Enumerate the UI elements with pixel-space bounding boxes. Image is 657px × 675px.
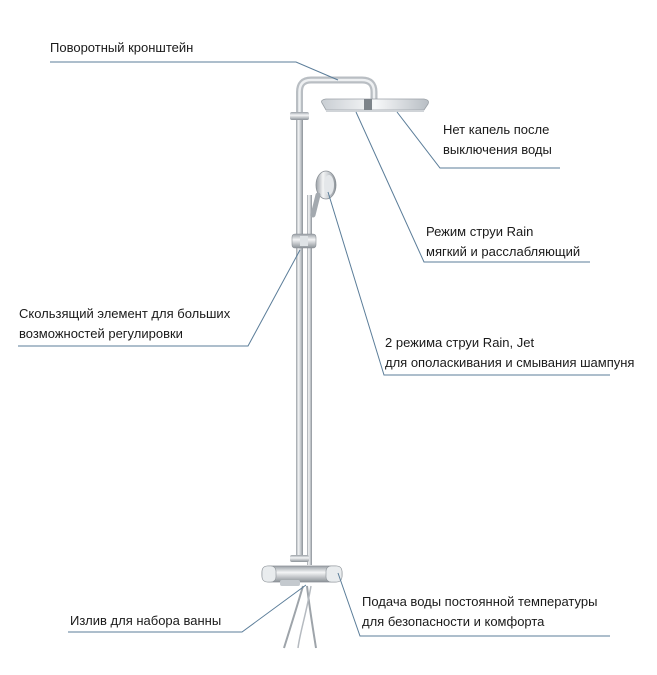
leader-no-drips <box>396 111 560 169</box>
leader-bath-spout <box>68 584 307 633</box>
slider-element <box>291 233 317 249</box>
callout-text: Скользящий элемент для больших <box>19 306 231 321</box>
leader-two-modes <box>327 191 610 376</box>
leader-swivel-bracket <box>50 61 339 81</box>
hand-shower <box>310 170 337 218</box>
callout-text: Режим струи Rain <box>426 224 534 239</box>
shower-hose <box>283 585 317 649</box>
riser-pipe <box>296 76 378 562</box>
callout-bath-spout: Излив для набора ванны <box>70 611 221 631</box>
leader-thermostat <box>337 572 610 637</box>
callout-rain-mode: Режим струи Rain мягкий и расслабляющий <box>426 222 580 262</box>
slide-rail <box>307 195 312 565</box>
callout-text: для безопасности и комфорта <box>362 614 545 629</box>
callout-text: Поворотный кронштейн <box>50 40 194 55</box>
leader-slider <box>18 249 301 347</box>
callout-text: Излив для набора ванны <box>70 613 222 628</box>
callout-text: мягкий и расслабляющий <box>426 244 581 259</box>
rain-shower-head <box>321 98 429 112</box>
callout-slider: Скользящий элемент для больших возможнос… <box>19 304 230 344</box>
callout-text: Подача воды постоянной температуры <box>362 594 598 609</box>
callout-thermostat: Подача воды постоянной температуры для б… <box>362 592 597 632</box>
callout-swivel-bracket: Поворотный кронштейн <box>50 38 193 58</box>
callout-text: Нет капель после <box>443 122 550 137</box>
callout-text: выключения воды <box>443 142 552 157</box>
callout-text: 2 режима струи Rain, Jet <box>385 335 535 350</box>
thermostat-mixer <box>261 565 343 586</box>
callout-text: возможностей регулировки <box>19 326 183 341</box>
callout-no-drips: Нет капель после выключения воды <box>443 120 552 160</box>
leader-rain-mode <box>355 111 590 263</box>
lower-clamp <box>290 555 309 562</box>
callout-text: для ополаскивания и смывания шампуня <box>385 355 635 370</box>
callout-two-modes: 2 режима струи Rain, Jet для ополаскиван… <box>385 333 634 373</box>
wall-clamp <box>290 112 309 120</box>
